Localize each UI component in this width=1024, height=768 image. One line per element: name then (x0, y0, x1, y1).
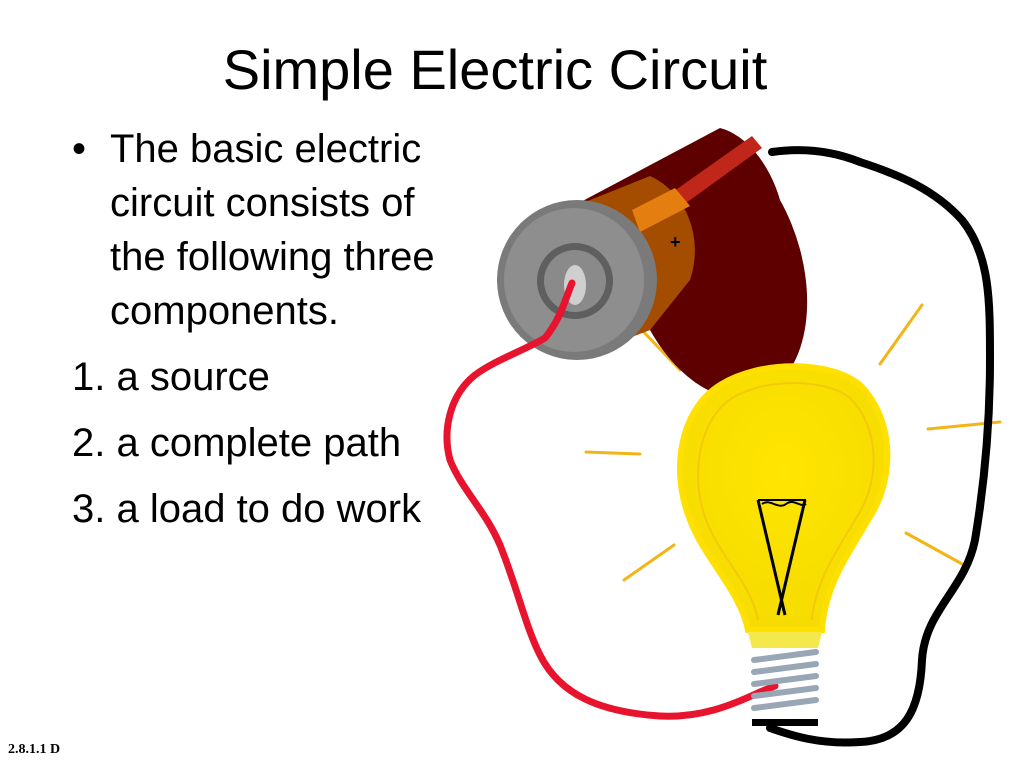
bullet-list: • The basic electric circuit consists of… (72, 122, 472, 536)
bulb-filament-coil (758, 499, 807, 507)
light-bulb (677, 363, 891, 726)
bulb-filament (756, 499, 807, 616)
battery-label-stripe (632, 188, 690, 232)
slide-title: Simple Electric Circuit (222, 38, 768, 101)
light-ray (904, 531, 966, 567)
bullet-text: The basic electric circuit consists of t… (110, 127, 435, 333)
list-item-load: 3. a load to do work (72, 487, 422, 531)
wire-positive (443, 279, 779, 720)
list-item-source: 1. a source (72, 355, 270, 399)
bulb-base-threads (751, 649, 819, 711)
light-ray (636, 324, 682, 372)
bulb-base-contact (752, 719, 818, 726)
wire-negative (766, 146, 994, 747)
light-ray (878, 303, 924, 366)
light-ray (584, 450, 642, 456)
battery: + (497, 128, 808, 399)
bulb-inner-outline (697, 382, 875, 621)
bulb-glass (677, 363, 891, 633)
bullet-dot-icon: • (72, 127, 87, 171)
slide-footer-code: 2.8.1.1 D (8, 742, 61, 757)
bulb-neck (748, 632, 822, 648)
battery-terminal-mark: + (670, 232, 681, 252)
list-item-path: 2. a complete path (72, 421, 402, 465)
light-ray (622, 543, 676, 582)
bullet-item: • The basic electric circuit consists of… (72, 122, 472, 338)
